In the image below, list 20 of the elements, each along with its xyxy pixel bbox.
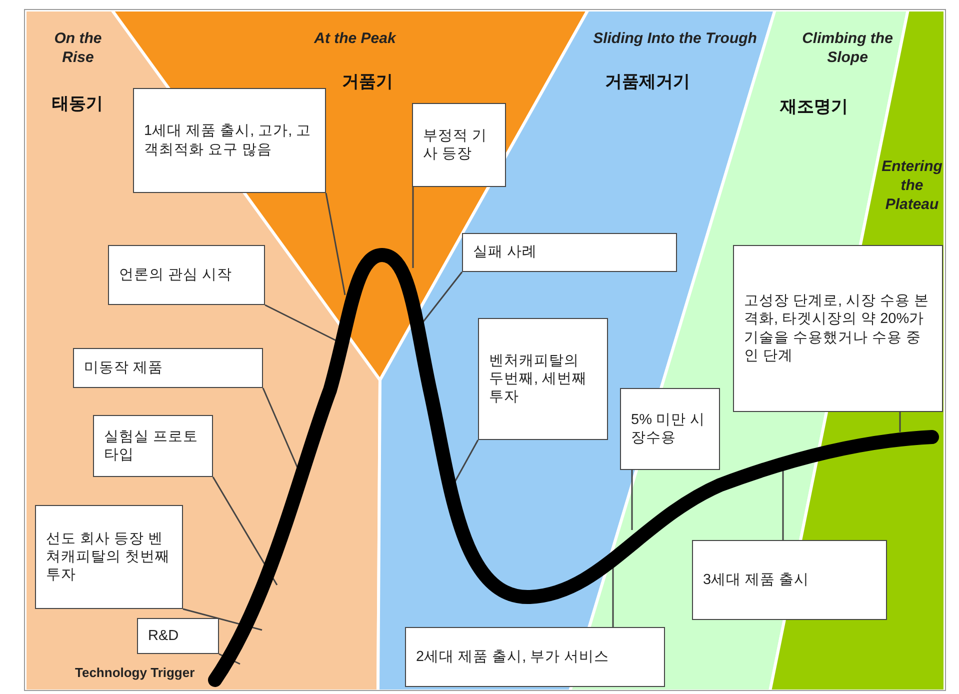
phase-title: Entering the Plateau bbox=[880, 158, 944, 214]
callout-box: 5% 미만 시장수용 bbox=[620, 388, 720, 470]
leader-line bbox=[422, 272, 463, 322]
phase-title: Climbing the Slope bbox=[801, 30, 894, 68]
phase-title: Sliding Into the Trough bbox=[592, 30, 758, 49]
callout-box: 2세대 제품 출시, 부가 서비스 bbox=[405, 627, 665, 687]
leader-line bbox=[631, 470, 633, 530]
phase-title: On the Rise bbox=[53, 30, 103, 68]
curve-label: Technology Trigger bbox=[75, 665, 195, 680]
leader-line bbox=[899, 412, 901, 432]
leader-line bbox=[412, 187, 414, 268]
phase-title: At the Peak bbox=[313, 30, 398, 49]
phase-name: 재조명기 bbox=[780, 96, 848, 118]
leader-line bbox=[218, 653, 240, 665]
leader-line bbox=[325, 192, 346, 296]
callout-box: 벤처캐피탈의 두번째, 세번째 투자 bbox=[478, 318, 608, 440]
phase-name: 거품기 bbox=[342, 71, 393, 93]
phase-name: 거품제거기 bbox=[605, 71, 690, 93]
phase-name: 태동기 bbox=[52, 93, 103, 115]
callout-box: 3세대 제품 출시 bbox=[692, 540, 887, 620]
